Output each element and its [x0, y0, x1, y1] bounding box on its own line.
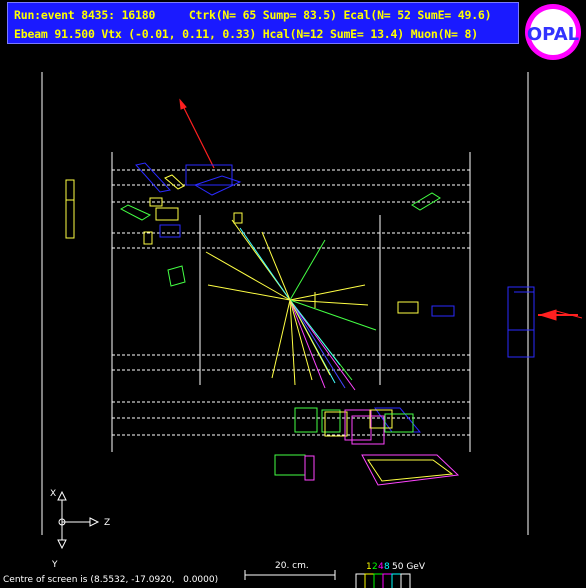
- energy-scale-swatch: [382, 573, 393, 588]
- opal-logo-text: OPAL: [527, 24, 579, 45]
- central-detector: [111, 152, 471, 452]
- axes-widget: [57, 490, 100, 550]
- energy-scale-swatches: [355, 573, 411, 588]
- event-info-line-2: Ebeam 91.500 Vtx (-0.01, 0.11, 0.33) Hca…: [14, 27, 478, 41]
- ecal-clusters: [65, 174, 460, 486]
- event-info-line-1: Run:event 8435: 16180 Ctrk(N= 65 Sump= 8…: [14, 8, 492, 22]
- hcal-towers: [135, 162, 535, 433]
- energy-scale-swatch: [364, 573, 375, 588]
- centre-value: 8.5532, -17.0920, 0.0000): [94, 575, 219, 585]
- detector-frame: [41, 72, 529, 535]
- centre-label: Centre of screen is (: [3, 575, 94, 585]
- energy-scale-label: 1: [366, 562, 372, 572]
- charged-tracks: [205, 219, 377, 391]
- axis-x-label: X: [50, 489, 56, 499]
- energy-scale-swatch: [391, 573, 402, 588]
- energy-scale-swatch: [400, 573, 411, 588]
- energy-scale-label: 8: [384, 562, 390, 572]
- event-info-header: Run:event 8435: 16180 Ctrk(N= 65 Sump= 8…: [7, 2, 519, 44]
- opal-logo: OPAL: [525, 4, 581, 60]
- scale-bar: [244, 570, 336, 580]
- energy-scale-label: 50 GeV: [392, 562, 425, 572]
- axis-z-label: Z: [104, 518, 110, 528]
- scale-label: 20. cm.: [275, 561, 309, 571]
- energy-scale-swatch: [373, 573, 384, 588]
- energy-scale-label: 4: [378, 562, 384, 572]
- energy-scale-swatch: [355, 573, 366, 588]
- energy-scale-label: 2: [372, 562, 378, 572]
- muon-tracks: [179, 98, 583, 321]
- axis-y-label: Y: [51, 560, 58, 570]
